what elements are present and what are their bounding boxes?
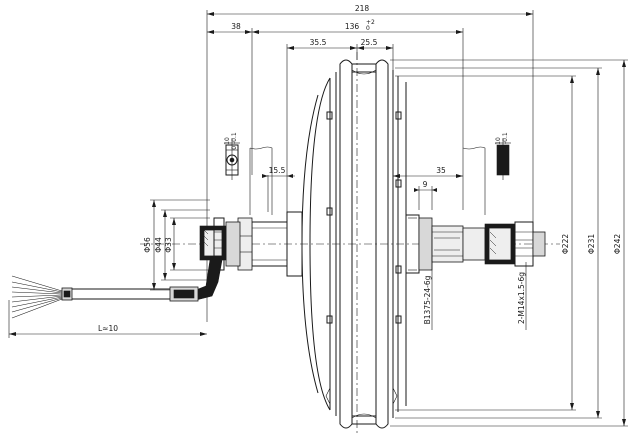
- dim-cable-length: L≈10: [98, 324, 118, 333]
- flat-left-tol: 0 -0.1: [231, 132, 238, 150]
- right-axle-end-view: [495, 138, 511, 180]
- dim-dia-33: Φ33: [164, 237, 173, 253]
- left-hub: [195, 211, 303, 301]
- dim-center-width: 136: [345, 22, 360, 31]
- dimension-lines: [9, 12, 533, 336]
- dim-center-tol-lower: 0: [366, 25, 370, 32]
- dim-dia-44: Φ44: [154, 237, 163, 253]
- right-diameter-dims: [390, 59, 628, 427]
- dim-center-tol-upper: +2: [366, 19, 375, 26]
- dim-left-hub: 35.5: [310, 38, 327, 47]
- dim-dia-222: Φ222: [561, 234, 570, 254]
- break-lines: [249, 146, 486, 215]
- power-cable: [11, 275, 199, 319]
- flat-right-tol: 0 -0.1: [502, 132, 509, 150]
- thread-left-label: B1375-24-6g: [423, 275, 432, 324]
- dim-left-offset: 38: [231, 22, 241, 31]
- dim-right-small: 9: [423, 180, 428, 189]
- wheel-body: [301, 59, 407, 429]
- right-hub: [405, 214, 546, 274]
- flat-left-label: 10: [224, 137, 231, 145]
- thread-right-label: 2-M14x1.5-6g: [517, 272, 526, 324]
- dim-right-hub: 25.5: [361, 38, 378, 47]
- left-axle-end-view: [224, 138, 240, 180]
- dim-overall-width: 218: [355, 4, 370, 13]
- dim-left-step: 15.5: [269, 166, 286, 175]
- dim-right-shaft: 35: [436, 166, 446, 175]
- dim-dia-56: Φ56: [143, 237, 152, 253]
- dim-dia-242: Φ242: [613, 234, 622, 254]
- dim-dia-231: Φ231: [587, 234, 596, 254]
- flat-right-label: 10: [495, 137, 502, 145]
